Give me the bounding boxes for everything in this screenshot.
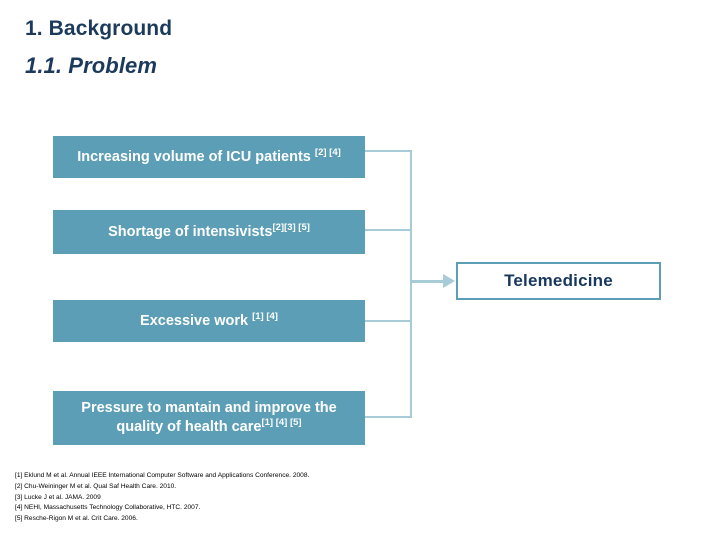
- outcome-label: Telemedicine: [504, 271, 613, 290]
- outcome-arrow-line: [411, 280, 445, 283]
- problem-box-4-refs: [1] [4] [5]: [261, 417, 302, 429]
- subsection-heading: 1.1. Problem: [25, 53, 158, 78]
- section-heading: 1. Background: [25, 17, 173, 40]
- reference-item: [1] Eklund M et al. Annual IEEE Internat…: [15, 472, 310, 479]
- problem-box-1: Increasing volume of ICU patients [2] [4…: [53, 136, 365, 178]
- problem-box-2-refs: [2][3] [5]: [272, 221, 310, 233]
- reference-item: [3] Lucke J et al. JAMA. 2009: [15, 493, 101, 501]
- references-block: [1] Eklund M et al. Annual IEEE Internat…: [15, 471, 515, 525]
- connector-line-4: [365, 416, 412, 418]
- problem-box-2: Shortage of intensivists[2][3] [5]: [53, 210, 365, 254]
- connector-spine: [410, 150, 412, 418]
- problem-box-2-text: Shortage of intensivists[2][3] [5]: [108, 221, 310, 240]
- reference-item: [4] NEHI, Massachusetts Technology Colla…: [15, 504, 201, 512]
- arrow-head-icon: [443, 274, 455, 288]
- outcome-box-telemedicine: Telemedicine: [456, 262, 661, 300]
- connector-line-1: [365, 150, 412, 152]
- reference-item: [5] Resche-Rigon M et al. Crit Care. 200…: [15, 515, 138, 523]
- problem-box-3: Excessive work [1] [4]: [53, 300, 365, 342]
- problem-box-1-text: Increasing volume of ICU patients [2] [4…: [77, 146, 341, 165]
- connector-line-3: [365, 320, 412, 322]
- problem-box-3-text: Excessive work [1] [4]: [140, 310, 278, 329]
- problem-box-3-refs: [1] [4]: [252, 310, 278, 322]
- connector-line-2: [365, 229, 412, 231]
- problem-box-1-refs: [2] [4]: [314, 146, 341, 158]
- reference-item: [2] Chu-Weininger M et al. Qual Saf Heal…: [15, 482, 177, 490]
